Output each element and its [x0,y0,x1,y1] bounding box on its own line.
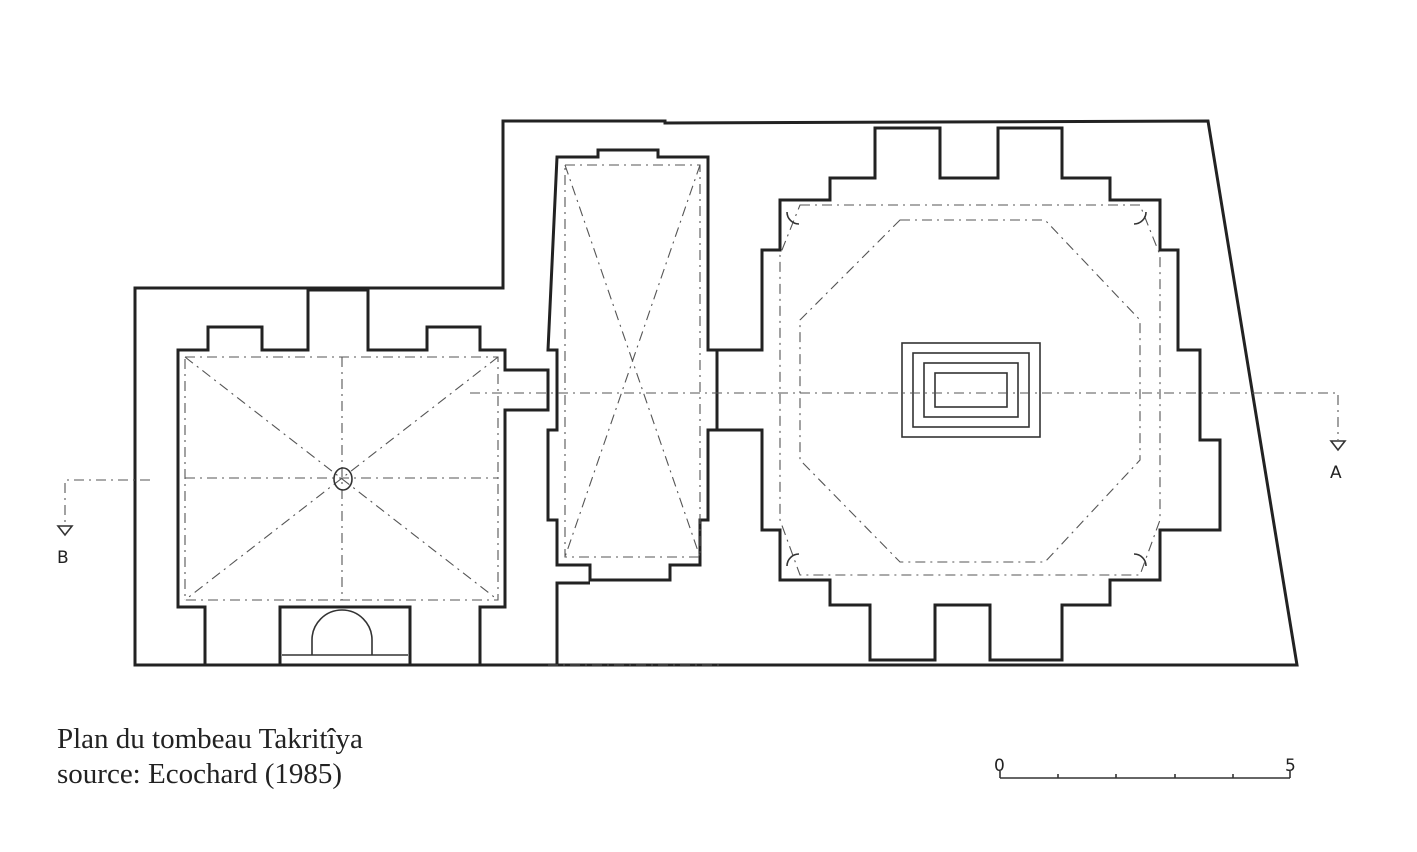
right-room [715,126,1222,662]
scale-ticks [999,771,1291,778]
dome-octagon [799,219,1141,563]
section-line-a [1120,392,1339,440]
middle-room [546,148,719,582]
caption: Plan du tombeau Takritîya source: Ecocha… [57,722,363,792]
section-arrow-b [56,525,74,537]
cenotaph [923,362,1019,418]
vault-diagonal [564,164,701,558]
section-arrow-a [1329,440,1347,452]
caption-title: Plan du tombeau Takritîya [57,723,363,755]
scale-end: 5 [1285,756,1296,776]
section-label-a: A [1330,463,1342,483]
oculus [333,467,353,491]
cenotaph [934,372,1008,408]
scale-start: 0 [994,756,1005,776]
corner-squinch [786,211,1147,567]
vault-outline [564,164,701,558]
apse [311,609,373,655]
dome-base [779,204,1161,576]
outer-wall [133,119,1299,667]
cenotaph [912,352,1030,428]
caption-source: source: Ecochard (1985) [57,758,343,790]
section-label-b: B [57,548,69,568]
wall [555,581,590,665]
left-room [176,288,550,667]
cenotaph [901,342,1041,438]
section-line-b [64,479,150,525]
